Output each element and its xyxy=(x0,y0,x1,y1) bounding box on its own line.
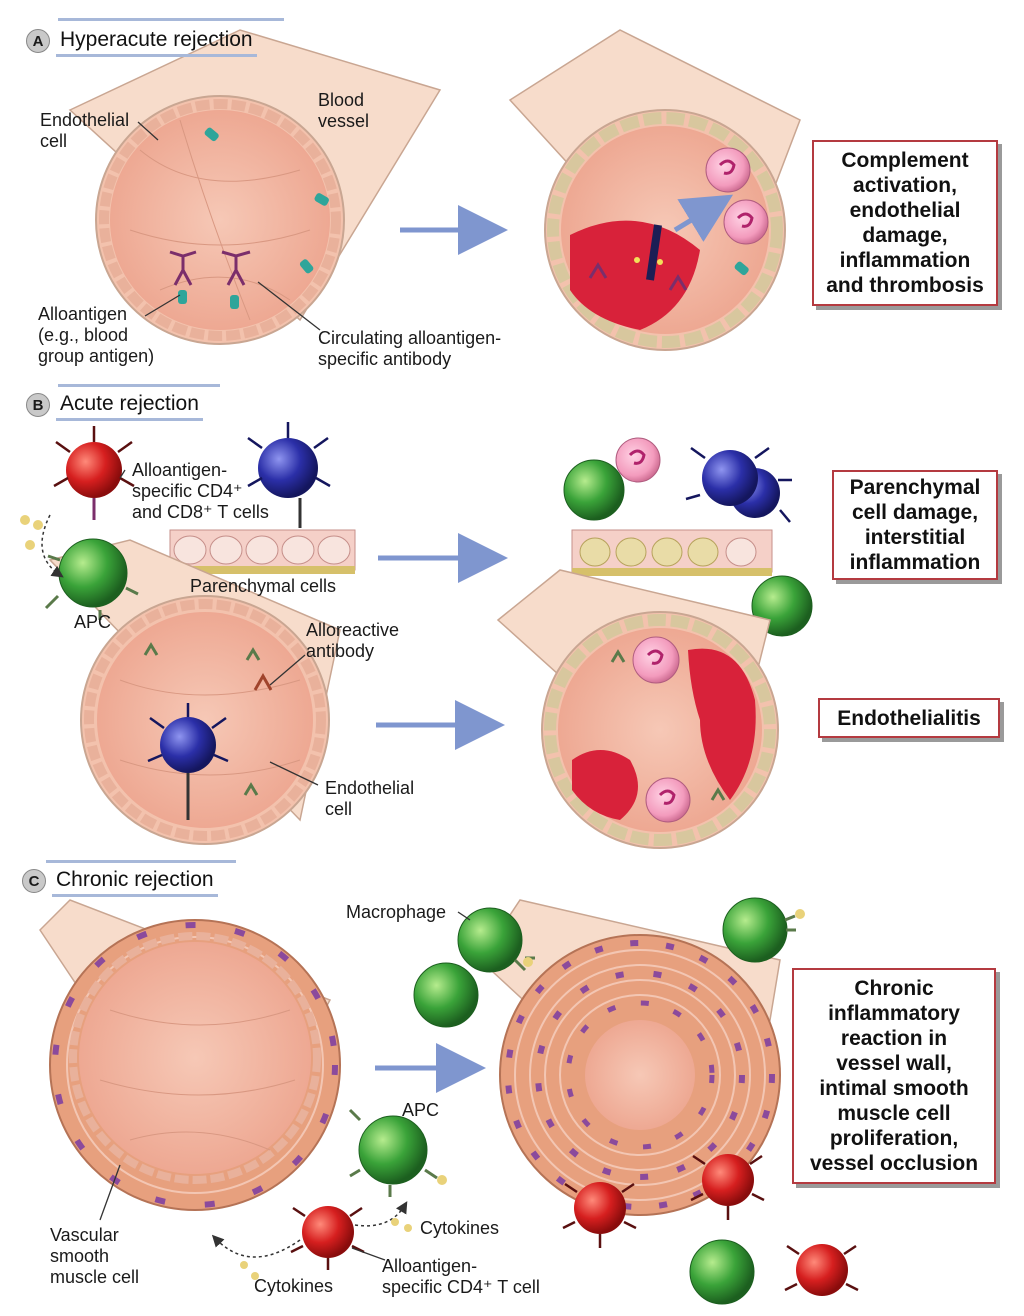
parenchymal-cells-right xyxy=(571,529,773,576)
outcome-endothelialitis: Endothelialitis xyxy=(818,698,1000,738)
section-b-title: Acute rejection xyxy=(56,390,203,421)
label-cd4-t-cell: Alloantigen- specific CD4⁺ T cell xyxy=(382,1256,540,1297)
section-a-header: A Hyperacute rejection xyxy=(26,24,257,58)
outcome-parenchymal: Parenchymal cell damage, interstitial in… xyxy=(832,470,998,580)
label-vascular-smooth-muscle: Vascular smooth muscle cell xyxy=(50,1225,140,1287)
cd8-t-cell-lumen xyxy=(147,703,229,820)
section-a-title: Hyperacute rejection xyxy=(56,26,257,57)
vessel-a-left xyxy=(68,29,442,345)
parenchymal-cells-left xyxy=(169,529,356,574)
label-endothelial-cell-a: Endothelial cell xyxy=(40,110,130,151)
label-endothelial-cell-b: Endothelial cell xyxy=(325,778,415,819)
cd4-t-cell-b xyxy=(53,426,135,520)
section-a-rule xyxy=(58,18,284,21)
section-c-title: Chronic rejection xyxy=(52,866,218,897)
outcome-chronic: Chronic inflammatory reaction in vessel … xyxy=(792,968,996,1184)
label-t-cells: Alloantigen- specific CD4⁺ and CD8⁺ T ce… xyxy=(132,460,269,522)
label-parenchymal-cells: Parenchymal cells xyxy=(190,576,337,596)
label-cytokines-left: Cytokines xyxy=(254,1276,334,1296)
t-cells-c xyxy=(290,1154,859,1296)
section-c-rule xyxy=(46,860,236,863)
section-c-letter: C xyxy=(22,869,46,893)
section-c-header: C Chronic rejection xyxy=(22,864,218,898)
section-b-header: B Acute rejection xyxy=(26,388,203,422)
vessel-b-right xyxy=(496,569,779,849)
leader-lines xyxy=(99,121,471,1261)
label-apc-b: APC xyxy=(74,612,112,632)
label-macrophage: Macrophage xyxy=(346,902,447,922)
vessel-c-right xyxy=(479,899,781,1216)
label-circulating-antibody: Circulating alloantigen- specific antibo… xyxy=(318,328,502,369)
label-cytokines-right: Cytokines xyxy=(420,1218,500,1238)
label-alloantigen: Alloantigen (e.g., blood group antigen) xyxy=(38,304,155,366)
section-a-letter: A xyxy=(26,29,50,53)
cytokine-arrows-c xyxy=(211,1201,412,1280)
vessel-b-left xyxy=(48,539,341,845)
apc-b xyxy=(20,514,139,620)
label-apc-c: APC xyxy=(402,1100,440,1120)
section-b-rule xyxy=(58,384,220,387)
label-blood-vessel: Blood vessel xyxy=(318,90,370,131)
section-b-letter: B xyxy=(26,393,50,417)
outcome-hyperacute: Complement activation, endothelial damag… xyxy=(812,140,998,306)
vessel-a-right xyxy=(508,29,801,351)
vessel-c-left xyxy=(39,899,341,1211)
label-alloreactive-antibody: Alloreactive antibody xyxy=(306,620,400,661)
cd8-t-cell-b xyxy=(247,422,331,528)
apc-c xyxy=(348,1108,447,1197)
macrophages-c xyxy=(413,897,805,1305)
